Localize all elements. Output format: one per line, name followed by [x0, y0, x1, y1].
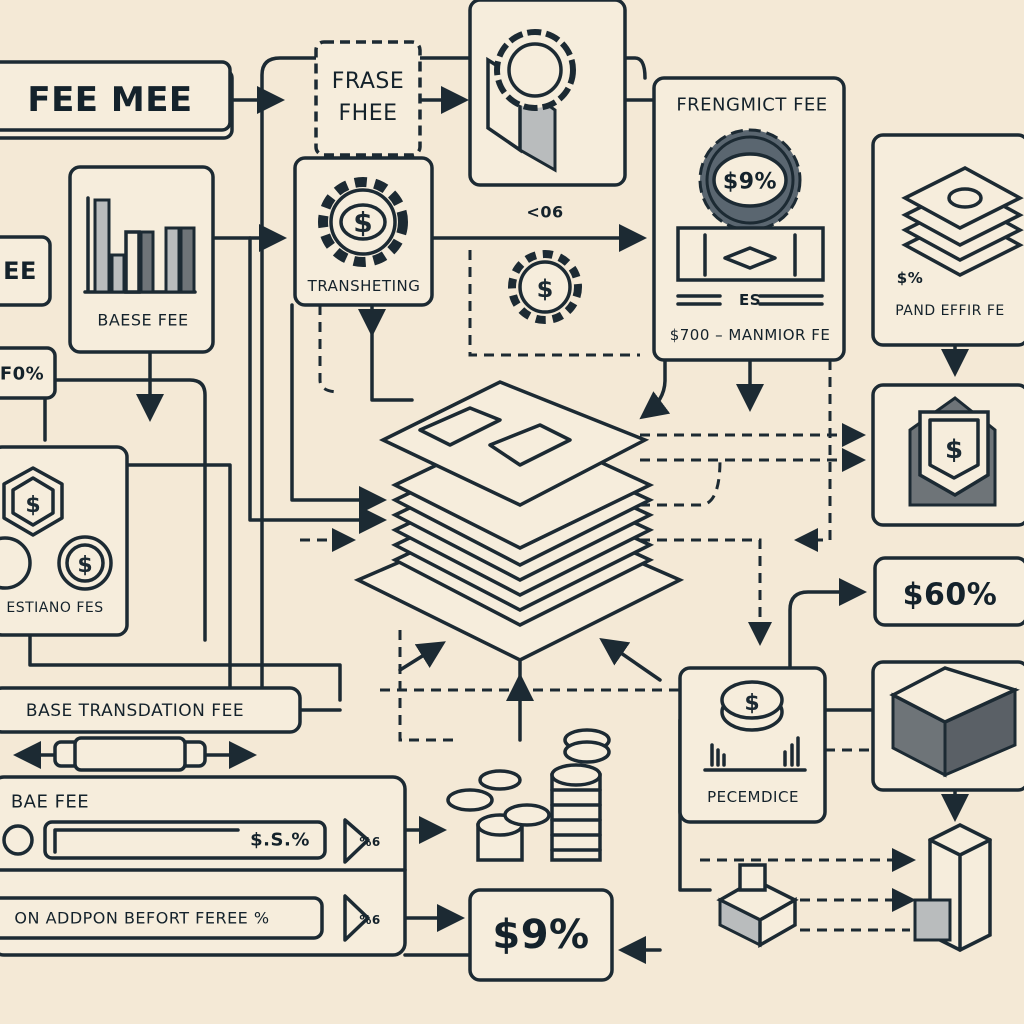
ee-box [0, 235, 52, 307]
hexagon-coin-icon: $ $ [0, 466, 113, 591]
connectors [13, 56, 969, 964]
coin-chart-icon: $ [703, 680, 807, 772]
pecemdice-label: PECEMDICE [707, 788, 799, 806]
ee-label: EE [3, 257, 37, 285]
table-lines [676, 294, 824, 306]
pand-effir-label: PAND EFFIR FE [895, 303, 1005, 319]
document-stack-icon [353, 380, 685, 662]
money-stack-icon [901, 166, 1024, 277]
f0-label: F0% [0, 363, 45, 385]
pecemdice-box [678, 666, 827, 824]
play-icon-2[interactable] [343, 894, 370, 942]
svg-text:$: $ [25, 493, 40, 518]
code-label: <06 [526, 202, 564, 222]
bar-chart-icon [83, 196, 197, 294]
bae-fee-label: BAE FEE [10, 791, 90, 813]
addon-label[interactable]: ON ADDPON BEFORT FEREE % [14, 908, 270, 928]
frase-fhee-label: FRASE FHEE [331, 69, 405, 126]
svg-text:$: $ [537, 275, 554, 303]
gear-percent-label: $9% [722, 169, 778, 195]
sixty-label: $60% [902, 577, 998, 613]
gear-dollar-icon: $ [318, 177, 408, 267]
slider-rod[interactable] [53, 736, 207, 772]
fee-mee-label: FEE MEE [27, 80, 193, 120]
addon-box[interactable] [0, 896, 324, 940]
sixty-box [873, 556, 1024, 627]
fee-mee-box [0, 60, 232, 132]
svg-text:$: $ [945, 435, 963, 465]
small-box-icons [716, 823, 992, 952]
frengmict-footer: $700 – MANMIOR FE [669, 326, 831, 344]
play-icon[interactable] [343, 818, 370, 864]
f0-box [0, 346, 57, 400]
pand-effir-value: $% [896, 269, 924, 287]
gear-percent-icon [676, 128, 825, 282]
envelope-icon: $ [908, 396, 997, 507]
progress-fill [53, 828, 240, 854]
transheting-label: TRANSHETING [307, 277, 421, 295]
gear-box-icon [486, 29, 576, 173]
baese-fee-label: BAESE FEE [97, 310, 189, 330]
nine-label: $9% [492, 912, 590, 958]
frengmict-title: FRENGMICT FEE [676, 94, 828, 116]
addon-pct: %6 [359, 913, 381, 927]
box-3d-icon [889, 666, 1020, 778]
nine-box [468, 888, 614, 982]
svg-text:$: $ [77, 553, 92, 578]
chart-panel [676, 226, 825, 282]
frase-fhee-box [314, 40, 422, 157]
svg-text:$: $ [353, 206, 372, 239]
estiano-label: ESTIANO FES [6, 600, 104, 616]
base-transaction-box [0, 686, 302, 734]
bar-value-label: $.S.% [250, 829, 310, 851]
base-transaction-label: BASE TRANSDATION FEE [25, 701, 245, 721]
bae-fee-pct: %6 [359, 835, 381, 849]
coin-stack-icon [446, 728, 611, 862]
radio-button[interactable] [2, 824, 34, 856]
small-gear-icon: $ [508, 250, 582, 324]
svg-text:$: $ [744, 691, 759, 716]
es-label: ES [738, 291, 762, 309]
